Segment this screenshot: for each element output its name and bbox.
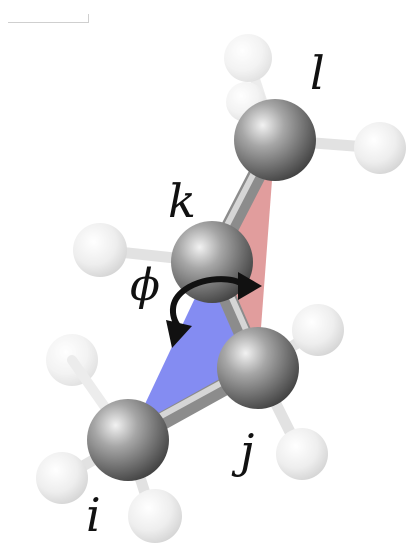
hydrogen-atom-l3 [354,122,406,174]
carbon-atom-l [234,99,316,181]
hydrogen-atom-i2 [36,452,88,504]
carbon-atoms [87,99,316,481]
arrowhead-down [166,320,192,348]
rotation-arc [170,276,247,333]
hydrogen-atom-i3 [128,489,182,543]
corner-mark [8,14,89,23]
arrowhead-right [238,272,262,300]
curved-double-arrow-icon [166,272,262,348]
hydrogen-atom-k [73,223,127,277]
carbon-atom-j [217,327,299,409]
hydrogen-atom-j2 [276,428,328,480]
carbon-atom-i [87,399,169,481]
atom-label-l: l [310,46,325,100]
hydrogen-atoms [36,122,406,543]
hydrogen-atom-j1 [292,304,344,356]
atom-label-i: i [86,488,101,542]
atom-label-j: j [240,424,255,478]
hydrogen-atom-l1 [224,34,272,82]
dihedral-angle-label: ϕ [130,260,160,311]
atom-label-k: k [168,174,196,228]
